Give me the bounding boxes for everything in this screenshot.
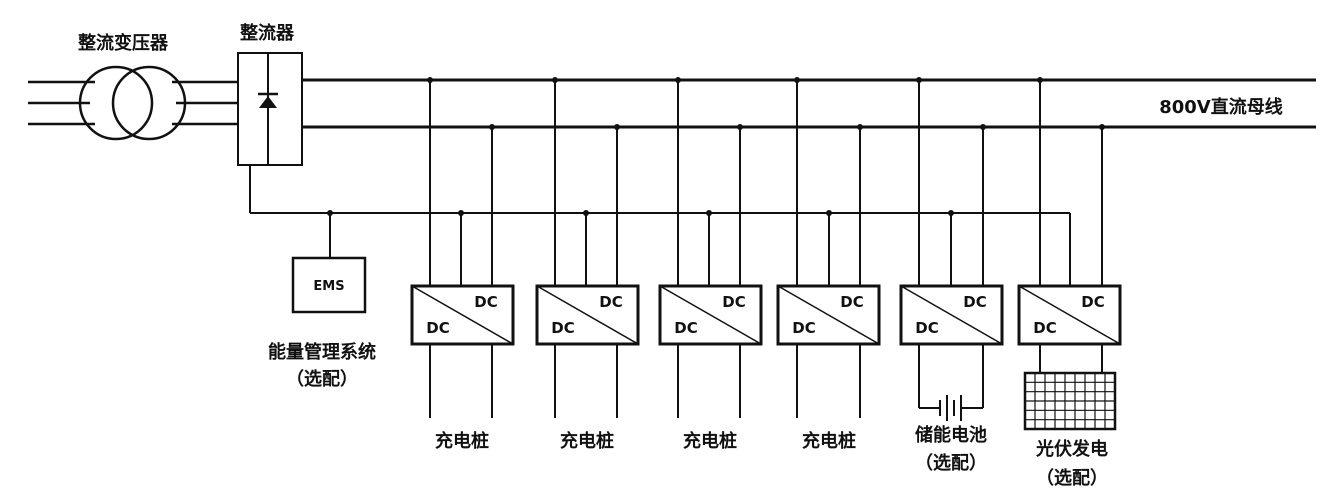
bus-junction <box>489 124 495 130</box>
converter-diagonal <box>536 285 639 345</box>
converter-unit: DC DC 光伏发电 （选配） <box>1017 77 1122 489</box>
converter-bottom-label: DC <box>915 319 938 337</box>
ems-optional-label: （选配） <box>286 369 358 390</box>
converter-load-label: 充电桩 <box>802 430 856 452</box>
ems-box <box>291 256 367 314</box>
diode-icon <box>259 96 277 108</box>
converter-top-label: DC <box>963 293 986 311</box>
bus-junction <box>427 77 433 83</box>
converter-optional-label: （选配） <box>915 453 987 474</box>
converter-top-label: DC <box>474 293 497 311</box>
bus-junction <box>1037 77 1043 83</box>
ems-name-label: 能量管理系统 <box>268 341 376 363</box>
converter-top-label: DC <box>722 293 745 311</box>
converter-load-label: 充电桩 <box>560 430 614 452</box>
bus-junction <box>737 124 743 130</box>
bus-junction <box>552 77 558 83</box>
ems-box-label: EMS <box>313 279 344 294</box>
bus-junction <box>675 77 681 83</box>
converter-load-label: 充电桩 <box>683 430 737 452</box>
converter-bottom-label: DC <box>426 319 449 337</box>
converter-units: DC DC 充电桩 DC DC 充电桩 DC DC 充电桩 DC DC 充电桩 DC DC 储能电池 （选配）… <box>410 77 1122 489</box>
battery-icon <box>919 395 983 421</box>
converter-unit: DC DC 充电桩 <box>776 77 881 452</box>
ac-input-lines <box>28 80 238 126</box>
bus-junction <box>916 77 922 83</box>
converter-diagonal <box>1018 285 1121 345</box>
rectifier-label: 整流器 <box>239 22 295 44</box>
converter-unit: DC DC 充电桩 <box>535 77 640 452</box>
solar-panel-icon <box>1023 371 1117 431</box>
transformer-label: 整流变压器 <box>77 32 169 54</box>
bus-junction <box>1099 124 1105 130</box>
dc-bus-label: 800V直流母线 <box>1159 96 1283 118</box>
communication-line <box>249 165 1071 286</box>
converter-bottom-label: DC <box>674 319 697 337</box>
converter-load-label: 光伏发电 <box>1035 438 1108 460</box>
converter-unit: DC DC 充电桩 <box>410 77 515 452</box>
bus-junction <box>614 124 620 130</box>
converter-diagonal <box>900 285 1003 345</box>
converter-bottom-label: DC <box>551 319 574 337</box>
converter-unit: DC DC 充电桩 <box>658 77 763 452</box>
bus-junction <box>980 124 986 130</box>
converter-bottom-label: DC <box>792 319 815 337</box>
rectifier-symbol <box>237 52 303 166</box>
converter-unit: DC DC 储能电池 （选配） <box>899 77 1004 474</box>
converter-top-label: DC <box>840 293 863 311</box>
converter-top-label: DC <box>1081 293 1104 311</box>
converter-diagonal <box>411 285 514 345</box>
converter-load-label: 储能电池 <box>914 424 987 446</box>
bus-junction <box>794 77 800 83</box>
converter-diagonal <box>777 285 880 345</box>
converter-top-label: DC <box>599 293 622 311</box>
converter-load-label: 充电桩 <box>435 430 489 452</box>
converter-optional-label: （选配） <box>1036 468 1108 489</box>
dc-bus <box>302 78 1316 129</box>
transformer-symbol <box>78 65 187 141</box>
bus-junction <box>857 124 863 130</box>
converter-diagonal <box>659 285 762 345</box>
converter-bottom-label: DC <box>1033 319 1056 337</box>
